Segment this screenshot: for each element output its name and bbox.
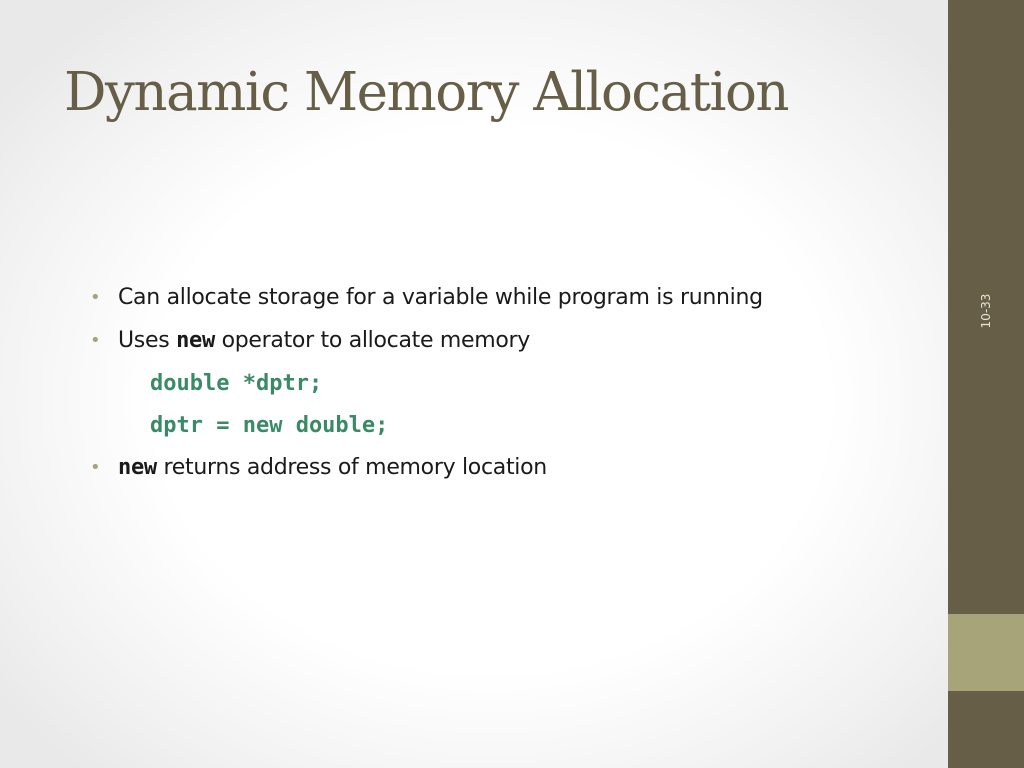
side-bar-accent xyxy=(948,614,1024,691)
bullet-item: • Uses new operator to allocate memory xyxy=(90,325,930,368)
slide-number: 10-33 xyxy=(979,293,993,329)
bullet-dot-icon: • xyxy=(90,287,101,308)
bullet-dot-icon: • xyxy=(90,457,101,478)
bullet-text-suffix: operator to allocate memory xyxy=(214,328,531,353)
slide-title: Dynamic Memory Allocation xyxy=(64,62,790,123)
bullet-item: • Can allocate storage for a variable wh… xyxy=(90,282,930,325)
code-line: dptr = new double; xyxy=(150,413,389,438)
bullet-text: Can allocate storage for a variable whil… xyxy=(118,285,763,310)
bullet-item: • new returns address of memory location xyxy=(90,452,930,495)
bullet-dot-icon: • xyxy=(90,330,101,351)
code-line: double *dptr; xyxy=(150,371,323,396)
slide-content: • Can allocate storage for a variable wh… xyxy=(90,282,930,495)
bullet-text-suffix: returns address of memory location xyxy=(156,455,548,480)
keyword-new: new xyxy=(176,328,215,353)
keyword-new: new xyxy=(118,455,157,480)
bullet-text-prefix: Uses xyxy=(118,328,177,353)
